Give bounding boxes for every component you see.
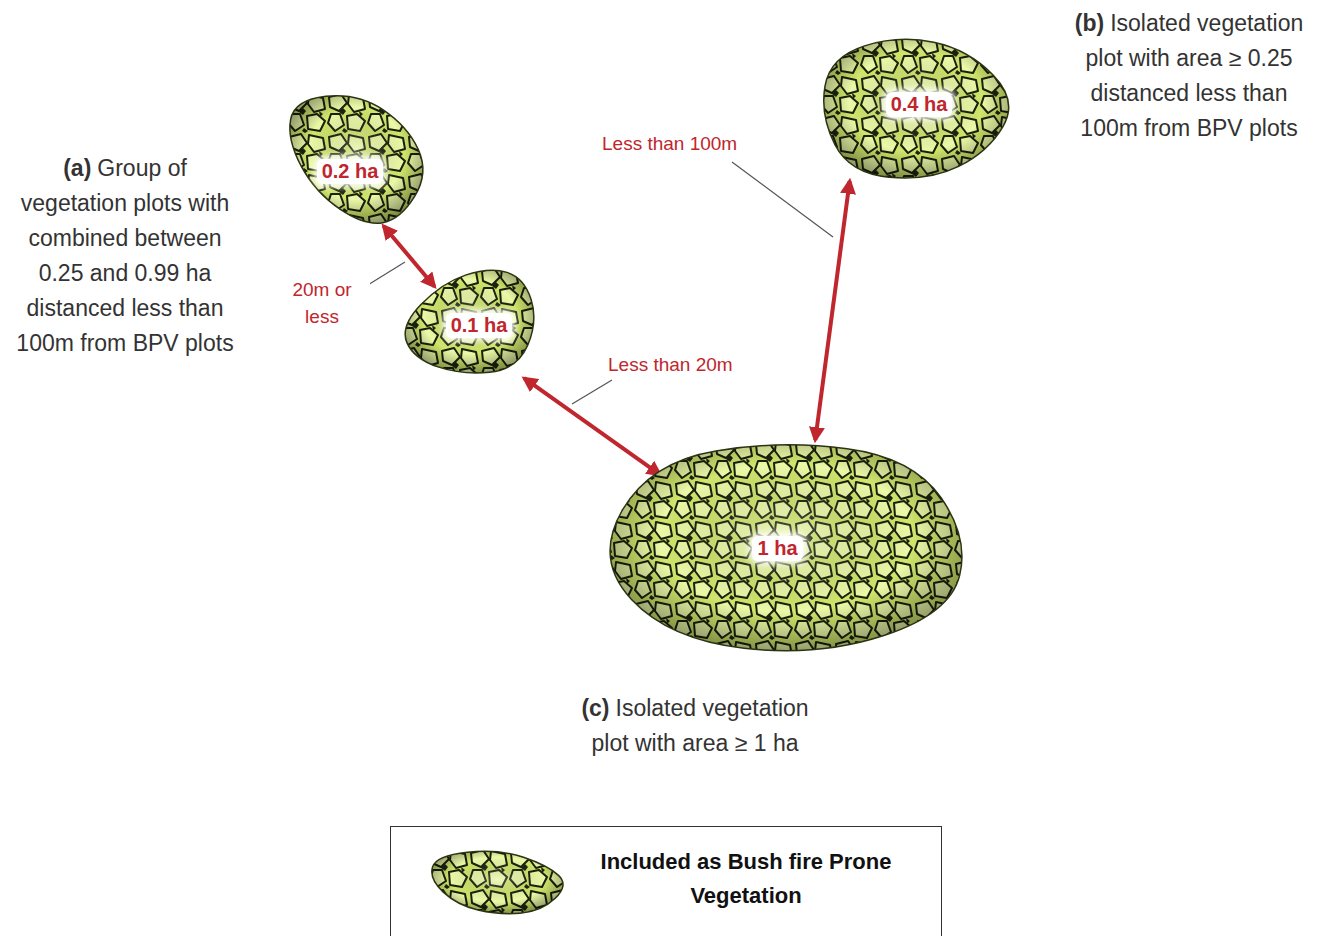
leader-line [732,162,833,237]
vegetation-plot: 0.4 ha [820,35,1018,181]
vegetation-texture [405,270,534,373]
distance-arrow [815,181,849,440]
distance-arrow [524,378,660,474]
vegetation-texture [610,445,962,651]
distance-arrow [384,226,435,286]
vegetation-plot: 0.1 ha [400,267,538,375]
category-note: (b)Isolated vegetation plot with area ≥ … [1060,6,1318,146]
legend-text: Included as Bush fire Prone Vegetation [571,845,921,913]
category-note: (a)Group of vegetation plots with combin… [14,151,236,361]
legend-swatch [429,849,569,915]
area-label: 0.2 ha [317,159,384,184]
distance-label: Less than 20m [606,351,735,378]
distance-label: Less than 100m [600,130,739,157]
vegetation-texture [824,39,1009,178]
category-note: (c)Isolated vegetation plot with area ≥ … [578,691,812,761]
category-letter: (b) [1075,10,1104,36]
area-label: 0.4 ha [886,92,953,117]
category-text: Isolated vegetation plot with area ≥ 0.2… [1080,10,1303,141]
category-text: Isolated vegetation plot with area ≥ 1 h… [592,695,809,756]
category-letter: (a) [63,155,91,181]
vegetation-plot: 1 ha [594,440,969,657]
area-label: 1 ha [752,536,802,561]
vegetation-texture [432,851,563,913]
leader-line [572,380,612,404]
legend-box: Included as Bush fire Prone Vegetation [390,826,942,936]
category-letter: (c) [581,695,609,721]
vegetation-texture [290,96,423,223]
area-label: 0.1 ha [446,313,513,338]
vegetation-texture [405,270,534,373]
vegetation-texture [290,96,423,223]
vegetation-plot: 0.2 ha [287,93,429,226]
vegetation-texture [824,39,1009,178]
vegetation-texture [432,851,563,913]
category-text: Group of vegetation plots with combined … [16,155,233,356]
distance-label: 20m or less [274,276,370,330]
vegetation-texture [610,445,962,651]
